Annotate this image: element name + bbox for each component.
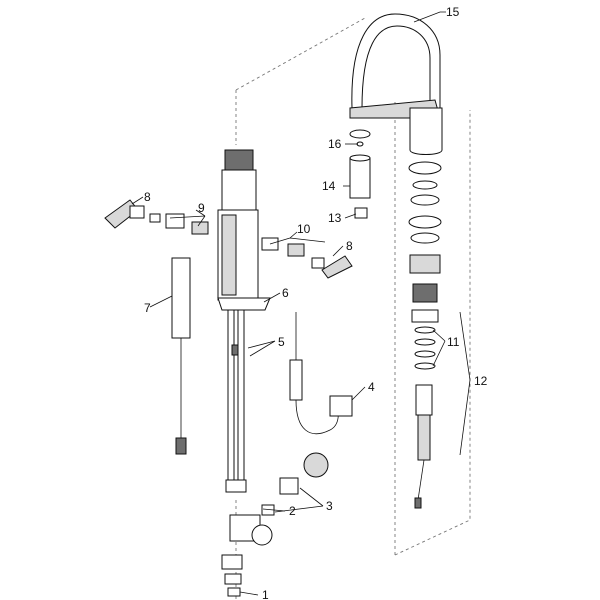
clip-icon bbox=[349, 129, 371, 147]
valve-cartridge-right-icon bbox=[261, 237, 305, 257]
threaded-rod-icon bbox=[225, 309, 247, 493]
callout-9: 9 bbox=[198, 201, 205, 215]
leader-lines bbox=[131, 11, 471, 596]
callout-6: 6 bbox=[282, 286, 289, 300]
callout-2: 2 bbox=[289, 504, 296, 518]
callout-1: 1 bbox=[262, 588, 269, 600]
callout-13: 13 bbox=[328, 211, 342, 225]
ring-stack-icon bbox=[408, 161, 442, 370]
assembly-outline bbox=[235, 17, 471, 600]
callout-labels: 1 2 3 4 5 6 7 8 9 10 8 11 12 13 14 15 16 bbox=[144, 5, 488, 600]
callout-14: 14 bbox=[322, 179, 336, 193]
callout-16: 16 bbox=[328, 137, 342, 151]
callout-11: 11 bbox=[447, 335, 460, 349]
callout-8-left: 8 bbox=[144, 190, 151, 204]
lever-handle-left-icon bbox=[104, 199, 161, 229]
power-adapter-icon bbox=[289, 312, 353, 435]
cover-plate-icon bbox=[171, 257, 191, 455]
lever-handle-right-icon bbox=[311, 255, 353, 279]
callout-12: 12 bbox=[474, 374, 488, 388]
callout-3: 3 bbox=[326, 499, 333, 513]
sleeve-icon bbox=[349, 154, 371, 199]
callout-7: 7 bbox=[144, 301, 151, 315]
callout-4: 4 bbox=[368, 380, 375, 394]
pullout-cartridge-icon bbox=[414, 384, 433, 509]
valve-cartridge-left-icon bbox=[165, 213, 209, 235]
callout-10: 10 bbox=[297, 222, 311, 236]
spout-icon bbox=[349, 13, 443, 155]
callout-5: 5 bbox=[278, 335, 285, 349]
tee-fitting-icon bbox=[221, 514, 273, 597]
nut-icon bbox=[354, 207, 368, 219]
faucet-body-icon bbox=[217, 149, 271, 311]
callout-8-right: 8 bbox=[346, 239, 353, 253]
callout-15: 15 bbox=[446, 5, 460, 19]
connector-valve-icon bbox=[261, 452, 329, 516]
